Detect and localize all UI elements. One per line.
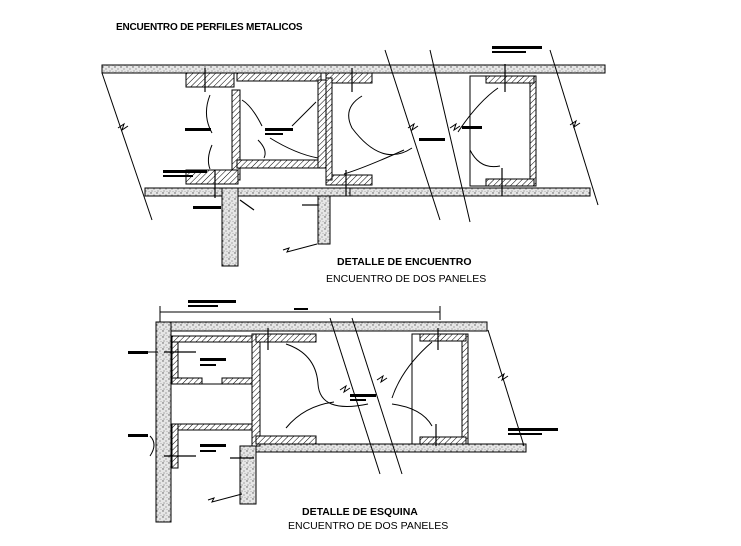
detail-1-wall-stub (221, 187, 239, 267)
detail-2-corner-wall (155, 321, 172, 523)
detail-2-profile-right (411, 333, 469, 445)
detail-1-subtitle: ENCUENTRO DE DOS PANELES (326, 273, 487, 285)
main-title: ENCUENTRO DE PERFILES METALICOS (116, 22, 303, 33)
detail-1-profile-right (469, 75, 537, 187)
detail-1-title: DETALLE DE ENCUENTRO (337, 256, 472, 268)
detail-2-subtitle: ENCUENTRO DE DOS PANELES (288, 520, 449, 532)
detail-1-profile-left (185, 72, 235, 88)
detail-1-top-panel-skin (101, 64, 606, 74)
detail-1-bottom-panel-skin (144, 187, 371, 197)
detail-1-drawing (101, 46, 606, 267)
detail-2-drawing (128, 300, 558, 523)
detail-2-top-panel-skin (164, 321, 488, 332)
detail-2-title: DETALLE DE ESQUINA (302, 506, 418, 518)
